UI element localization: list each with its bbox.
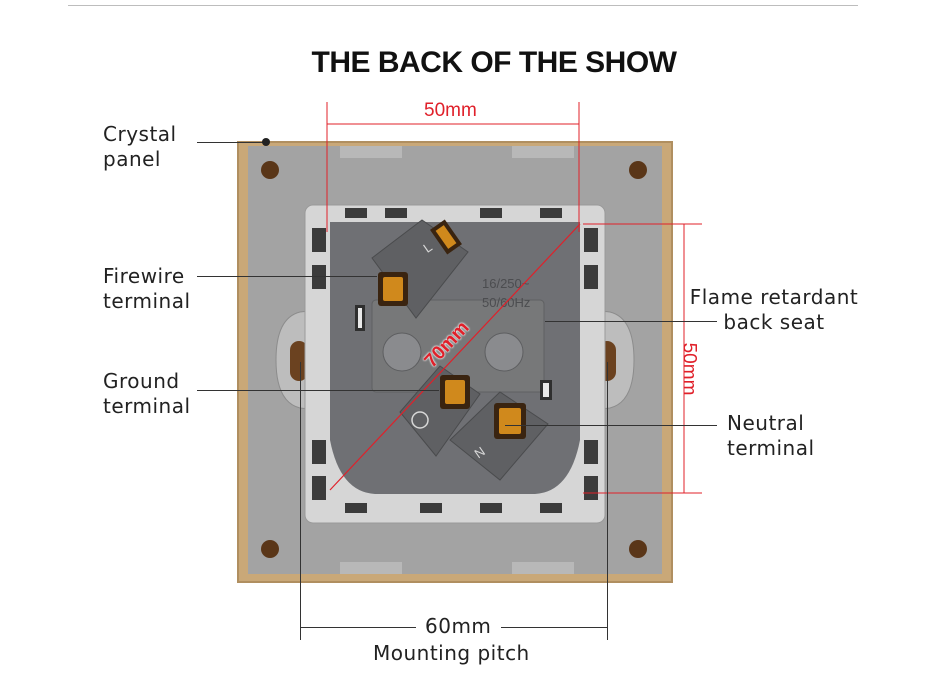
neutral-leader [505,425,717,426]
flame-retardant-leader [545,321,717,322]
pitch-left-guide [300,362,301,640]
firewire-leader [197,276,377,277]
dimension-right-height: 50mm [678,342,700,396]
top-divider [68,5,858,6]
neutral-terminal-block [449,391,549,481]
corner-hole [261,161,279,179]
label-crystal-panel: Crystal panel [103,122,177,171]
corner-hole [629,540,647,558]
ground-terminal-block [399,365,481,457]
page-title: THE BACK OF THE SHOW [311,46,678,79]
mounting-slot-left [290,341,308,381]
ground-leader [197,390,439,391]
crystal-panel-dot [262,138,270,146]
pitch-line-right [501,627,607,628]
pitch-line-left [300,627,416,628]
dimension-top-width: 50mm [424,100,477,121]
label-ground-terminal: Ground terminal [103,369,191,418]
label-mounting-pitch-value: 60mm [425,614,492,638]
earth-pin-right [484,332,524,372]
earth-pin-left [382,332,422,372]
label-mounting-pitch: Mounting pitch [373,641,530,665]
label-neutral-terminal: Neutral terminal [727,411,815,460]
corner-hole [629,161,647,179]
pitch-right-guide [607,362,608,640]
corner-hole [261,540,279,558]
firewire-terminal-block [371,219,469,319]
crystal-panel-leader [197,142,267,143]
socket-rating-1: 16/250~ [482,276,530,291]
label-flame-retardant: Flame retardant back seat [689,285,859,334]
label-firewire-terminal: Firewire terminal [103,264,191,313]
